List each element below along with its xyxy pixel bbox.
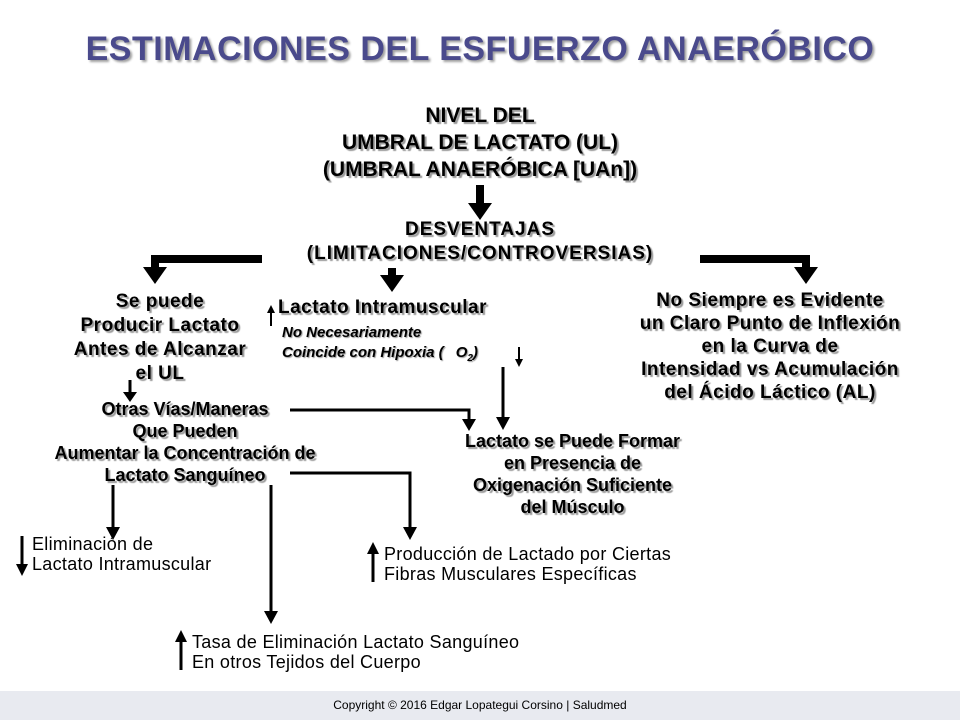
produccion-line-2: Fibras Musculares Específicas — [384, 564, 637, 584]
right-line-4: Intensidad vs Acumulación — [641, 359, 899, 380]
otras-line-2: Que Pueden — [132, 421, 238, 441]
arrow-otras-vias-to-produccion — [290, 471, 417, 540]
left-limitation-box: Se puede Producir Lactato Antes de Alcan… — [10, 290, 310, 386]
eliminacion-line-1: Eliminación de — [32, 534, 154, 554]
lactato-line-4: del Músculo — [520, 497, 625, 517]
lactato-formar-box: Lactato se Puede Formar en Presencia de … — [405, 430, 740, 518]
left-line-4: el UL — [135, 363, 185, 384]
nivel-line-2: UMBRAL DE LACTATO (UL) — [341, 131, 619, 154]
lactato-line-1: Lactato se Puede Formar — [464, 431, 681, 451]
right-limitation-box: No Siempre es Evidente un Claro Punto de… — [585, 289, 955, 404]
desventajas-box: DESVENTAJAS (LIMITACIONES/CONTROVERSIAS) — [230, 218, 730, 266]
desventajas-line-2: (LIMITACIONES/CONTROVERSIAS) — [306, 243, 654, 264]
nivel-umbral-box: NIVEL DEL UMBRAL DE LACTATO (UL) (UMBRAL… — [230, 102, 730, 183]
arrow-otras-vias-to-lactato-formar — [290, 408, 476, 431]
arrow-otras-vias-to-eliminacion — [106, 485, 120, 540]
copyright-text: Copyright © 2016 Edgar Lopategui Corsino… — [333, 698, 627, 712]
eliminacion-line-2: Lactato Intramuscular — [32, 554, 212, 574]
up-arrow-icon-produccion — [367, 542, 379, 582]
produccion-box: Producción de Lactado por Ciertas Fibras… — [384, 544, 671, 584]
desventajas-line-1: DESVENTAJAS — [404, 219, 555, 240]
otras-line-1: Otras Vías/Maneras — [101, 399, 269, 419]
tasa-line-1: Tasa de Eliminación Lactato Sanguíneo — [192, 632, 520, 652]
tasa-line-2: En otros Tejidos del Cuerpo — [192, 652, 421, 672]
left-line-2: Producir Lactato — [80, 315, 240, 336]
middle-line-1: No Necesariamente — [282, 324, 422, 341]
up-arrow-icon-lactato-intramuscular — [267, 305, 275, 326]
down-arrow-icon-eliminacion — [16, 536, 28, 576]
right-line-2: un Claro Punto de Inflexión — [639, 313, 901, 334]
o2-symbol: O — [455, 344, 468, 361]
nivel-line-1: NIVEL DEL — [425, 104, 535, 127]
otras-line-4: Lactato Sanguíneo — [104, 465, 266, 485]
page-title: ESTIMACIONES DEL ESFUERZO ANAERÓBICO — [85, 30, 875, 68]
arrow-middle-to-lactato-formar — [496, 367, 510, 430]
produccion-line-1: Producción de Lactado por Ciertas — [384, 544, 672, 564]
middle-limitation-subtext: No Necesariamente Coincide con Hipoxia (… — [282, 323, 478, 369]
branch-connector — [143, 255, 818, 292]
middle-line-2: Coincide con Hipoxia (O2) — [282, 344, 478, 364]
arrow-left-to-otras-vias — [123, 380, 137, 402]
otras-line-3: Aumentar la Concentración de — [54, 443, 316, 463]
tasa-box: Tasa de Eliminación Lactato Sanguíneo En… — [192, 632, 519, 672]
right-line-5: del Ácido Láctico (AL) — [664, 382, 876, 403]
o2-subscript: 2 — [467, 353, 473, 364]
right-line-1: No Siempre es Evidente — [656, 290, 884, 311]
arrow-nivel-to-desventajas — [468, 185, 492, 220]
lactato-line-2: en Presencia de — [503, 453, 642, 473]
lactato-line-3: Oxigenación Suficiente — [472, 475, 673, 495]
otras-vias-box: Otras Vías/Maneras Que Pueden Aumentar l… — [10, 398, 360, 486]
eliminacion-box: Eliminación de Lactato Intramuscular — [32, 534, 211, 574]
middle-limitation-heading: Lactato Intramuscular — [278, 297, 487, 318]
nivel-line-3: (UMBRAL ANAERÓBICA [UAn]) — [322, 158, 638, 181]
up-arrow-icon-tasa — [175, 630, 187, 670]
arrow-otras-vias-to-tasa — [264, 485, 278, 624]
right-line-3: en la Curva de — [701, 336, 839, 357]
left-line-3: Antes de Alcanzar — [73, 339, 247, 360]
footer-bar: Copyright © 2016 Edgar Lopategui Corsino… — [0, 691, 960, 720]
left-line-1: Se puede — [115, 291, 205, 312]
down-arrow-icon-o2 — [515, 347, 523, 367]
